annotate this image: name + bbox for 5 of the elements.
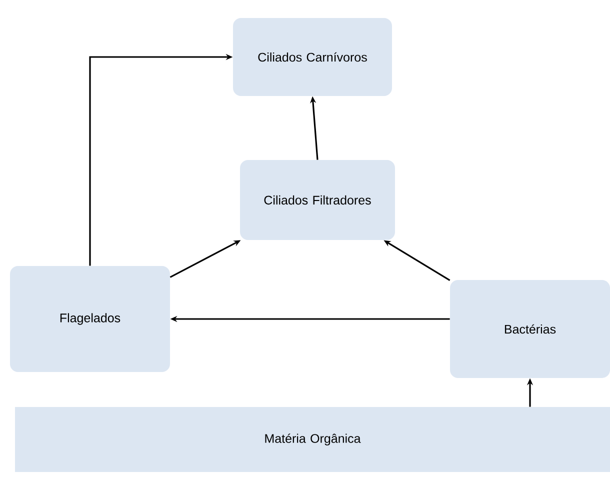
band: Matéria Orgânica — [15, 407, 610, 472]
process-box: Flagelados — [10, 266, 170, 372]
process-box: Ciliados Filtradores — [240, 160, 395, 240]
process-box: Ciliados Carnívoros — [233, 18, 392, 96]
process-box: Bactérias — [450, 280, 610, 378]
